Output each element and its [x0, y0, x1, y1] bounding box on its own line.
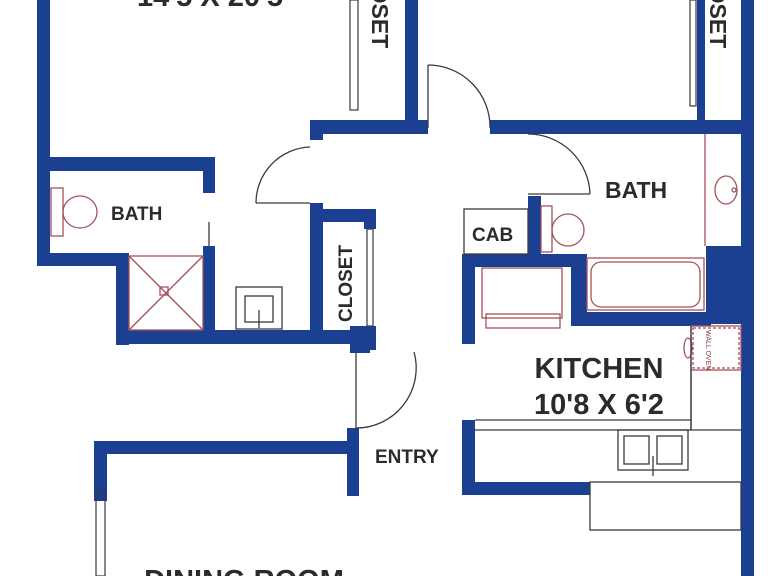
sink-left [235, 286, 283, 330]
label-bath-right: BATH [605, 177, 667, 203]
door-bedroom-right [427, 64, 491, 129]
shower-left [128, 255, 204, 331]
wall-closet-right-divider [697, 0, 705, 120]
label-closet-center: CLOSET [336, 245, 357, 322]
label-bedroom-dims: 14'5 X 20'5 [137, 0, 283, 13]
walls [37, 0, 754, 576]
wall-shower-left [116, 253, 129, 345]
window-closet-left [349, 0, 359, 111]
window-closet-right [689, 0, 697, 107]
wall-entry-stub [350, 326, 370, 353]
window-closet-center [366, 228, 374, 327]
wall-closet-center-top [310, 209, 376, 222]
doors [208, 64, 591, 429]
wall-shower-right [203, 246, 215, 336]
wall-dining-top [94, 441, 355, 454]
wall-corridor-top-left [310, 120, 428, 134]
range [481, 267, 563, 329]
labels: 14'5 X 20'5 CLOSET CLOSET BATH BATH CAB … [111, 0, 731, 576]
window-dining [95, 489, 106, 576]
sink-kitchen [617, 429, 689, 476]
toilet-left [50, 187, 98, 237]
label-dining-room: DINING ROOM [144, 565, 344, 576]
fixtures [50, 134, 742, 476]
label-kitchen-dims: 10'8 X 6'2 [534, 389, 664, 421]
wall-bath-right-left [528, 196, 541, 256]
wall-right-upper-chase [706, 246, 743, 324]
toilet-right [540, 205, 585, 253]
door-bedroom-left [255, 146, 311, 204]
wall-kitchen-top [462, 254, 587, 267]
wall-dining-left [94, 441, 107, 501]
wall-tub-left [571, 254, 587, 326]
counters [463, 208, 742, 531]
wall-closet-center-left [310, 203, 323, 339]
door-entry [355, 351, 417, 429]
wall-tub-bottom [571, 312, 711, 326]
wall-outer-right [741, 0, 754, 576]
label-closet-top-right: CLOSET [705, 0, 731, 48]
label-bath-left: BATH [111, 204, 162, 225]
wall-kitchen-left [462, 254, 475, 344]
label-closet-top-left: CLOSET [367, 0, 393, 48]
wall-oven [683, 325, 742, 371]
counter-peninsula [589, 481, 742, 531]
cab-box [463, 208, 529, 255]
label-cab: CAB [472, 225, 513, 246]
bathtub [586, 257, 705, 311]
windows [95, 0, 697, 576]
wall-entry-bottom [462, 482, 590, 495]
wall-bath-floor [116, 330, 376, 344]
wall-closet-left-divider [405, 0, 418, 128]
wall-entry-right [462, 420, 475, 495]
wall-dining-right [347, 428, 359, 496]
wall-bath-left-stub [203, 157, 215, 193]
wall-corridor-stub [310, 120, 323, 140]
label-kitchen: KITCHEN [535, 353, 664, 385]
sink-right [704, 134, 738, 246]
wall-bath-left-bottom [37, 253, 129, 266]
wall-bath-left-top [37, 157, 215, 171]
wall-corridor-top-right [490, 120, 745, 134]
label-entry: ENTRY [375, 447, 439, 468]
door-bath-right [527, 133, 591, 195]
wall-outer-left [37, 0, 50, 266]
wall-closet-center-right [364, 209, 376, 229]
label-wall-oven: WALL OVEN [704, 330, 711, 370]
